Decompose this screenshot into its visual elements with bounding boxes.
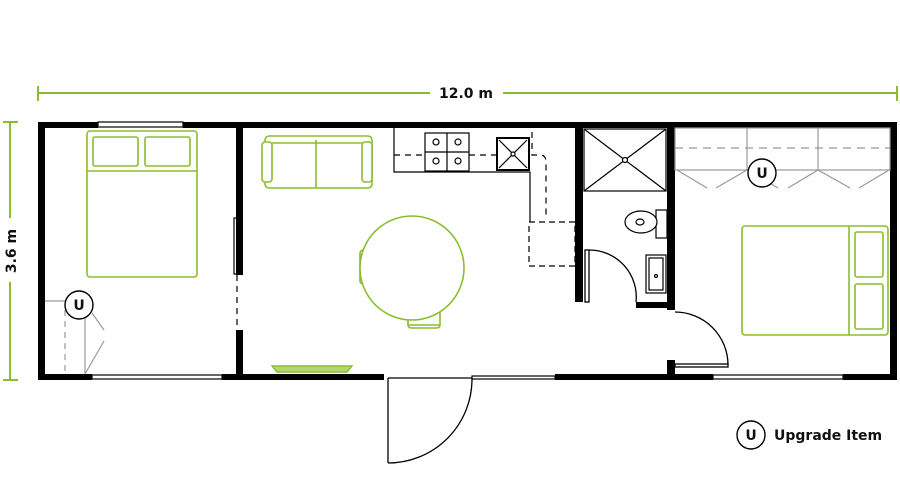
walls (38, 122, 897, 380)
height-label: 3.6 m (4, 229, 20, 273)
sliding-door (233, 217, 239, 330)
bathroom-door[interactable] (584, 249, 637, 303)
vanity-sink (645, 254, 667, 294)
wardrobe-bedroom2 (674, 127, 891, 189)
upgrade-marker-bedroom2: U (747, 158, 777, 188)
sofa (261, 135, 373, 189)
toilet (624, 209, 668, 239)
height-dimension (3, 121, 18, 381)
bed-bedroom2 (741, 225, 889, 336)
fridge (528, 221, 576, 267)
bed-bedroom1 (86, 130, 198, 278)
kitchen-sink (496, 137, 530, 171)
kitchen-counter (393, 128, 547, 222)
legend: U Upgrade Item (736, 420, 882, 450)
windows (91, 121, 844, 380)
svg-text:U: U (73, 298, 84, 314)
dining-set (359, 215, 465, 329)
tv-unit (270, 365, 354, 373)
upgrade-marker-bedroom1: U (64, 290, 94, 320)
shower (583, 128, 667, 192)
width-label: 12.0 m (439, 86, 493, 102)
entry-door[interactable] (387, 377, 473, 464)
width-dimension (37, 86, 898, 101)
legend-upgrade-icon (736, 420, 766, 450)
legend-label: Upgrade Item (774, 428, 882, 444)
legend-symbol: U (745, 428, 756, 444)
stove (424, 132, 470, 172)
svg-text:U: U (756, 166, 767, 182)
bedroom2-door[interactable] (674, 311, 729, 368)
